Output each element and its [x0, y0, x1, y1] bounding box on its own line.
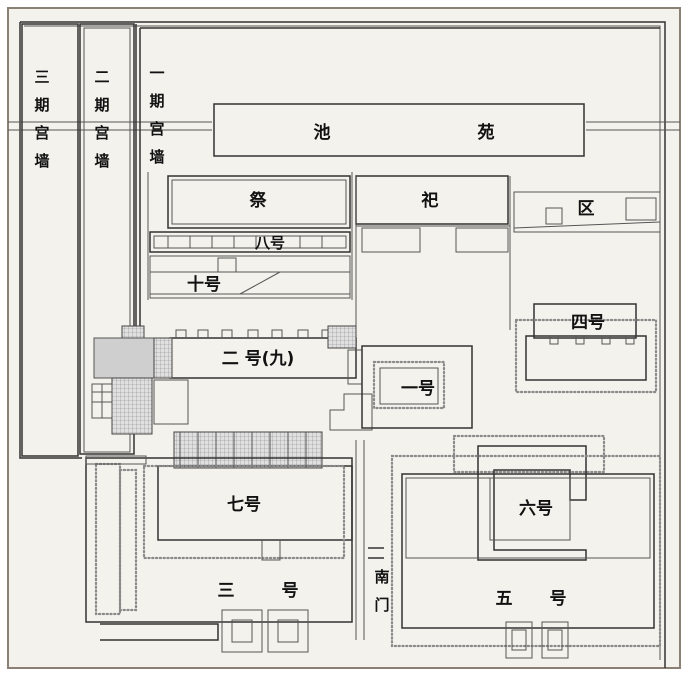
- label-nanmen-1: 门: [374, 596, 389, 614]
- wall-2-char-3: 墙: [94, 152, 109, 170]
- building-1: [361, 345, 473, 429]
- vertical-labels: 三 期 宫 墙 二 期 宫 墙 一 期 宫 墙: [34, 64, 164, 170]
- label-si: 祀: [421, 190, 439, 211]
- wall-3-char-2: 宫: [34, 124, 49, 142]
- label-building-5-b: 号: [550, 589, 567, 609]
- building-8: [149, 231, 351, 253]
- wall-3-char-0: 三: [34, 68, 49, 86]
- label-building-7: 七号: [227, 495, 261, 515]
- building-4: [533, 303, 637, 339]
- wall-2-strip: [79, 23, 135, 455]
- label-building-2-9: 二 号(九): [222, 349, 294, 369]
- wall-1-char-1: 期: [149, 92, 164, 110]
- ji-block: [167, 175, 351, 229]
- chi-yuan: [213, 103, 585, 157]
- building-6: [477, 445, 587, 561]
- courtyard-3: [85, 457, 353, 623]
- outer-boundary: [19, 21, 666, 668]
- wall-2-char-2: 宫: [94, 124, 109, 142]
- wall-3-strip: [21, 23, 79, 457]
- label-building-4: 四号: [571, 313, 605, 333]
- label-building-8: 八号: [254, 234, 285, 252]
- label-building-10: 十号: [187, 274, 221, 295]
- building-labels: 池 苑 祭 祀 区 八号 十号 二 号(九) 四号 一号 七号 六号 三 号 南…: [187, 122, 605, 614]
- building-5: [401, 473, 655, 629]
- label-building-3-b: 号: [282, 581, 299, 601]
- label-chi: 池: [314, 122, 331, 143]
- label-building-1: 一号: [401, 379, 435, 399]
- wall-1-char-2: 宫: [149, 120, 164, 138]
- label-qu: 区: [578, 199, 595, 219]
- label-building-5-a: 五: [496, 589, 513, 609]
- label-ji: 祭: [249, 190, 268, 211]
- label-building-3-a: 三: [218, 581, 235, 601]
- label-building-6: 六号: [519, 498, 553, 519]
- road: [8, 121, 680, 131]
- label-yuan: 苑: [478, 122, 495, 143]
- wall-2-char-1: 期: [94, 96, 109, 114]
- label-nanmen-0: 南: [374, 568, 389, 586]
- wall-1-char-3: 墙: [149, 148, 164, 166]
- wall-3-char-3: 墙: [34, 152, 49, 170]
- qu-block: [513, 191, 661, 233]
- wall-3-char-1: 期: [34, 96, 49, 114]
- wall-2-char-0: 二: [94, 68, 109, 86]
- wall-1-char-0: 一: [149, 64, 164, 82]
